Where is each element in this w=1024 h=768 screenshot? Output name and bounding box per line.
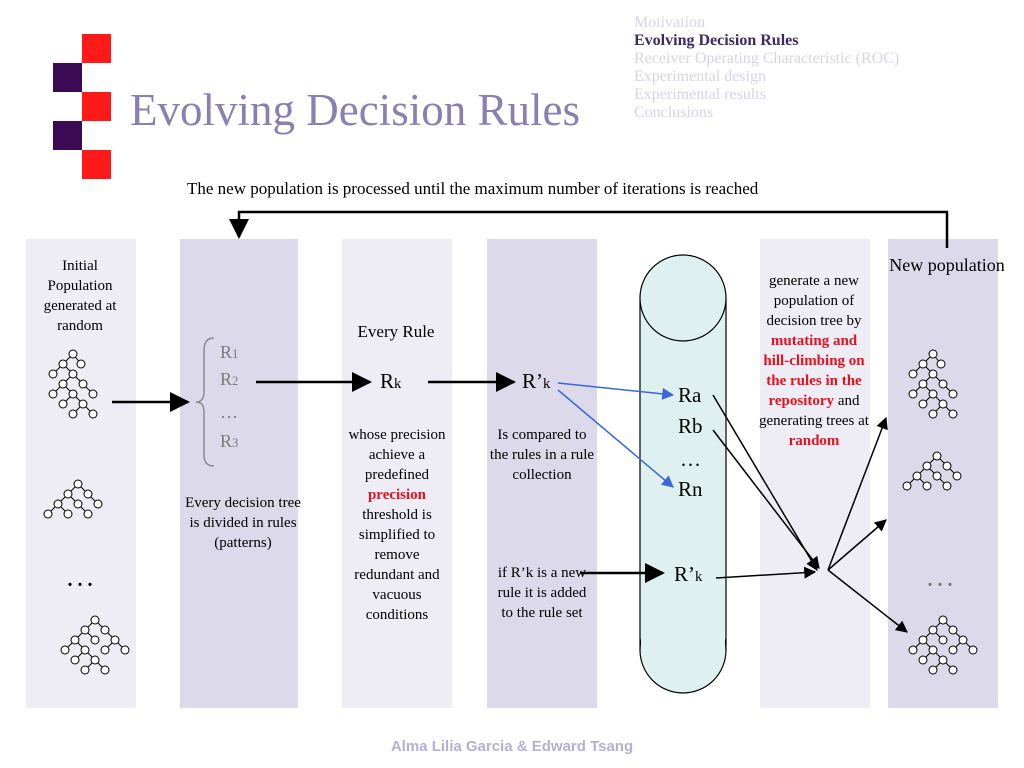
ellipsis-right: . . .: [927, 569, 953, 591]
arrow-rpk-to-ra: [557, 382, 675, 400]
rule-r1: R1: [220, 342, 239, 362]
loop-arrow: [229, 210, 949, 248]
deco-square-red-1: [82, 34, 111, 63]
agenda-list: Motivation Evolving Decision Rules Recei…: [634, 14, 899, 122]
arrow-gen-to-new-3: [827, 569, 908, 633]
deco-square-red-2: [82, 92, 111, 121]
deco-square-purple-2: [53, 121, 82, 150]
arrow-ra-to-gen: [712, 394, 818, 572]
arrow-gen-to-new-1: [827, 416, 888, 571]
repo-rb: Rb: [678, 414, 703, 438]
divided-text: Every decision tree is divided in rules …: [185, 495, 301, 551]
rules-brace: [195, 337, 215, 467]
rule-dots: …: [220, 402, 238, 422]
repo-rn: Rn: [678, 477, 703, 501]
band-compared: [487, 239, 597, 708]
decision-trees: [43, 349, 978, 675]
agenda-item[interactable]: Receiver Operating Characteristic (ROC): [634, 50, 900, 67]
every-rule-label: Every Rule: [357, 322, 435, 341]
precision-emphasis: precision: [367, 487, 427, 503]
slide-footer: Alma Lilia Garcia & Edward Tsang: [390, 738, 634, 755]
arrow-rpk-to-gen: [715, 566, 817, 579]
band-generate: [760, 239, 870, 708]
repo-ra: Ra: [678, 383, 702, 407]
rule-repository-cylinder: [639, 254, 727, 694]
repo-rpk: R’k: [674, 562, 703, 586]
repo-dots: …: [680, 447, 701, 471]
ellipsis-left: . . .: [67, 569, 93, 591]
slide-title: Evolving Decision Rules: [130, 85, 580, 135]
agenda-item-active[interactable]: Evolving Decision Rules: [634, 32, 799, 49]
rule-rpk: R’k: [522, 369, 551, 393]
initial-population-label: Initial Population generated at random: [43, 258, 117, 334]
deco-square-red-3: [82, 150, 111, 179]
agenda-item[interactable]: Experimental results: [634, 86, 766, 103]
whose-precision-text: whose precision achieve a predefined pre…: [348, 427, 446, 623]
deco-square-purple-1: [53, 63, 82, 92]
band-divided: [180, 239, 298, 708]
agenda-item[interactable]: Conclusions: [634, 104, 714, 121]
rule-rk: Rk: [380, 369, 402, 393]
arrow-rb-to-gen: [712, 429, 820, 569]
agenda-item[interactable]: Motivation: [634, 14, 706, 31]
band-every-rule: [342, 239, 452, 708]
compared-text: Is compared to the rules in a rule colle…: [489, 427, 595, 483]
random-emphasis: random: [788, 433, 840, 449]
generate-text: generate a new population of decision tr…: [759, 273, 869, 449]
loop-note: The new population is processed until th…: [187, 179, 759, 198]
rule-r3: R3: [220, 431, 239, 451]
agenda-item[interactable]: Experimental design: [634, 68, 766, 85]
mutating-emphasis: mutating and hill-climbing on the rules …: [763, 333, 865, 409]
arrow-gen-to-new-2: [827, 519, 887, 571]
new-population-label: New population: [889, 255, 1005, 275]
if-new-rule-text: if R’k is a new rule it is added to the …: [497, 565, 587, 621]
arrow-rpk-to-rn: [557, 389, 674, 488]
rule-r2: R2: [220, 369, 239, 389]
